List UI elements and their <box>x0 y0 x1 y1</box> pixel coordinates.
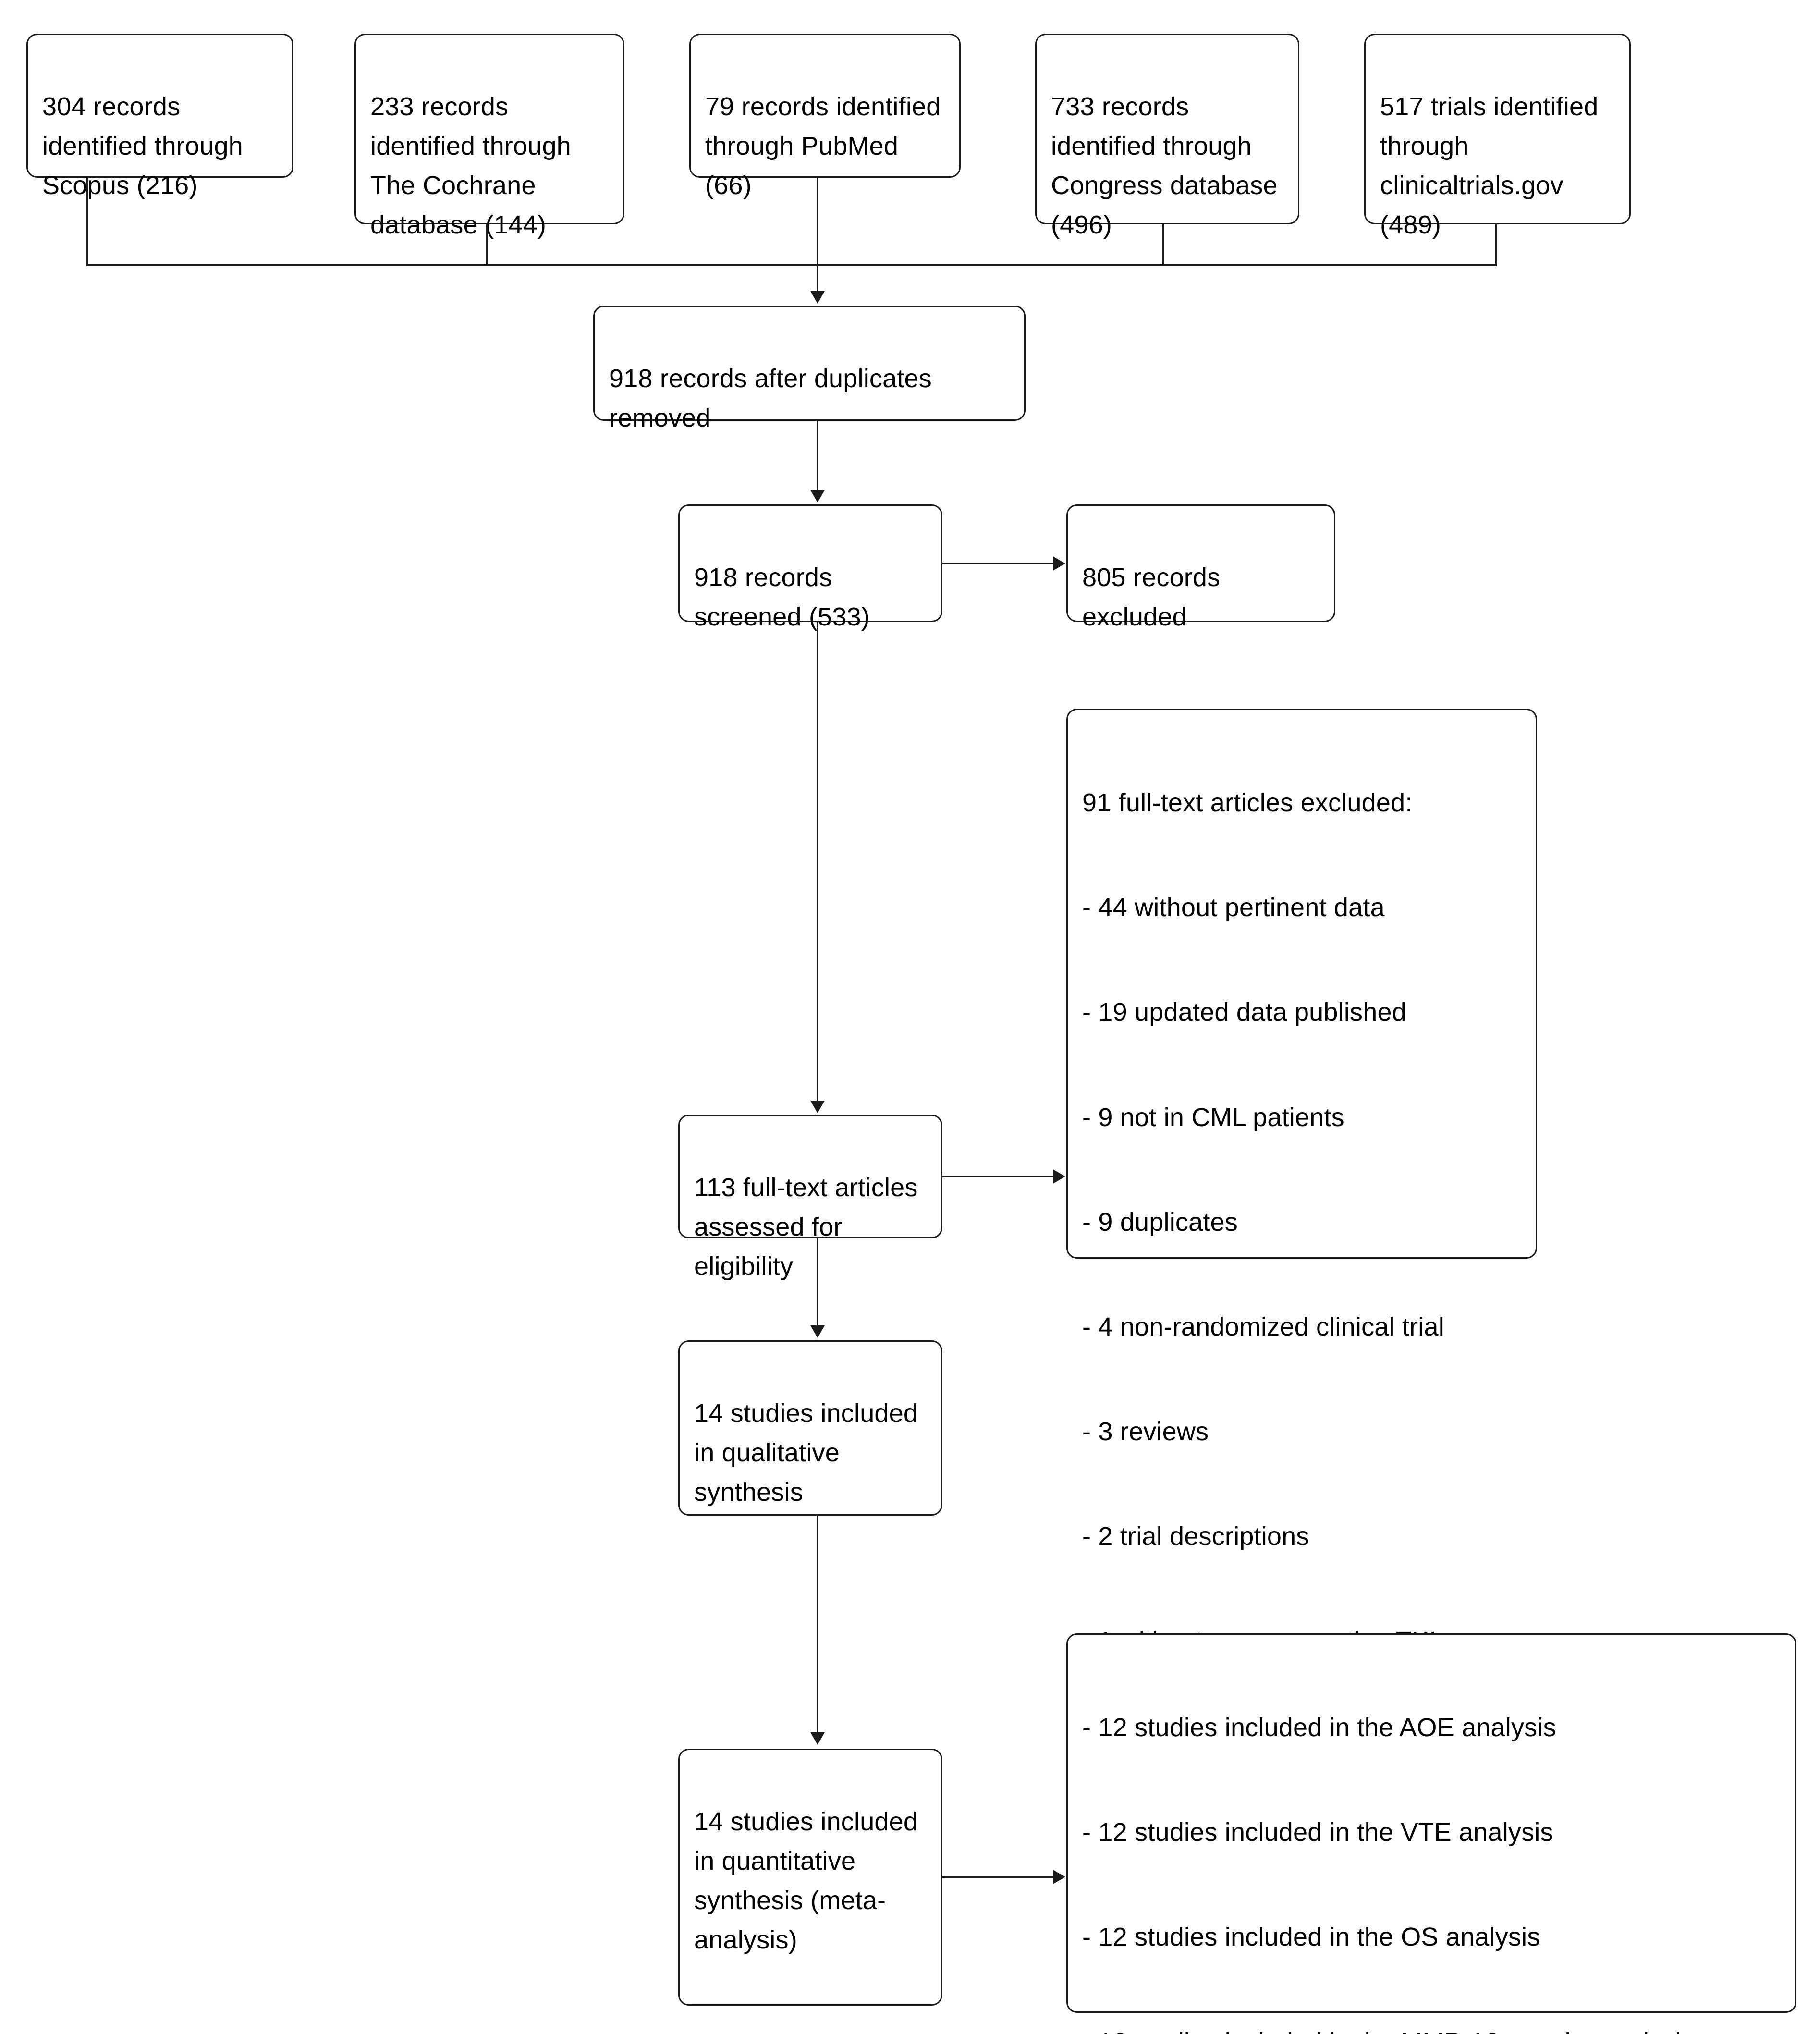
connector-dedup-to-screened <box>817 421 818 492</box>
full-text-excluded-reason: - 4 non-randomized clinical trial <box>1082 1312 1444 1341</box>
full-text-excluded-reason: - 3 reviews <box>1082 1417 1209 1446</box>
qualitative-synthesis-text: 14 studies included in qualitative synth… <box>694 1399 918 1507</box>
arrow-assessed-to-qualitative <box>810 1325 825 1338</box>
full-text-assessed-box: 113 full-text articles assessed for elig… <box>678 1115 942 1281</box>
connector-quantitative-to-analyses <box>942 1876 1054 1878</box>
connector-merge-bar <box>86 264 1497 266</box>
arrow-dedup-to-screened <box>810 490 825 502</box>
source-box-scopus: 304 records identified through Scopus (2… <box>26 34 293 200</box>
arrow-screened-to-assessed <box>810 1101 825 1113</box>
analysis-item: - 12 studies included in the VTE analysi… <box>1082 1818 1553 1847</box>
connector-screened-to-excluded <box>942 563 1054 564</box>
records-after-duplicates-box: 918 records after duplicates removed <box>593 306 1026 432</box>
full-text-excluded-reason: - 19 updated data published <box>1082 998 1406 1027</box>
quantitative-synthesis-box: 14 studies included in quantitative synt… <box>678 1749 942 2006</box>
records-excluded-text: 805 records excluded <box>1082 563 1221 632</box>
source-box-cochrane: 233 records identified through The Cochr… <box>354 34 624 239</box>
source-box-pubmed: 79 records identified through PubMed (66… <box>689 34 961 200</box>
quantitative-synthesis-text: 14 studies included in quantitative synt… <box>694 1807 918 1955</box>
connector-congress-drop <box>1162 224 1164 266</box>
connector-pubmed-drop <box>817 178 818 266</box>
full-text-excluded-reason: - 2 trial descriptions <box>1082 1522 1309 1551</box>
arrow-quantitative-to-analyses <box>1053 1870 1065 1884</box>
full-text-excluded-reason: - 44 without pertinent data <box>1082 893 1385 922</box>
records-screened-box: 918 records screened (533) <box>678 504 942 631</box>
arrow-screened-to-excluded <box>1053 556 1065 571</box>
records-after-duplicates-text: 918 records after duplicates removed <box>609 364 932 433</box>
source-box-scopus-text: 304 records identified through Scopus (2… <box>42 92 243 200</box>
source-box-congress-text: 733 records identified through Congress … <box>1051 92 1278 240</box>
full-text-excluded-box: 91 full-text articles excluded: - 44 wit… <box>1066 709 1537 1655</box>
full-text-excluded-heading: 91 full-text articles excluded: <box>1082 788 1413 818</box>
full-text-excluded-reason: - 9 duplicates <box>1082 1207 1238 1237</box>
arrow-merge-to-dedup <box>810 291 825 304</box>
connector-qualitative-to-quantitative <box>817 1516 818 1734</box>
connector-scopus-drop <box>86 178 88 266</box>
arrow-assessed-to-excluded <box>1053 1169 1065 1184</box>
source-box-clinicaltrials-text: 517 trials identified through clinicaltr… <box>1380 92 1599 240</box>
analyses-included-box: - 12 studies included in the AOE analysi… <box>1066 1633 1796 2034</box>
source-box-clinicaltrials: 517 trials identified through clinicaltr… <box>1364 34 1631 239</box>
records-screened-text: 918 records screened (533) <box>694 563 870 632</box>
connector-cochrane-drop <box>486 224 488 266</box>
qualitative-synthesis-box: 14 studies included in qualitative synth… <box>678 1340 942 1516</box>
analysis-item: - 12 studies included in the AOE analysi… <box>1082 1713 1556 1742</box>
analysis-item: - 12 studies included in the OS analysis <box>1082 1923 1540 1952</box>
source-box-cochrane-text: 233 records identified through The Cochr… <box>370 92 571 240</box>
connector-screened-to-assessed <box>817 622 818 1103</box>
connector-clinicaltrials-drop <box>1495 224 1497 266</box>
analysis-item: - 12 studies included in the MMR 12 mont… <box>1082 2016 1781 2034</box>
connector-assessed-to-excluded <box>942 1176 1054 1177</box>
source-box-pubmed-text: 79 records identified through PubMed (66… <box>705 92 941 200</box>
source-box-congress: 733 records identified through Congress … <box>1035 34 1299 239</box>
full-text-excluded-reason: - 9 not in CML patients <box>1082 1103 1344 1132</box>
arrow-qualitative-to-quantitative <box>810 1732 825 1745</box>
connector-assessed-to-qualitative <box>817 1238 818 1327</box>
records-excluded-box: 805 records excluded <box>1066 504 1335 631</box>
full-text-assessed-text: 113 full-text articles assessed for elig… <box>694 1173 918 1281</box>
connector-merge-to-dedup <box>817 264 818 293</box>
